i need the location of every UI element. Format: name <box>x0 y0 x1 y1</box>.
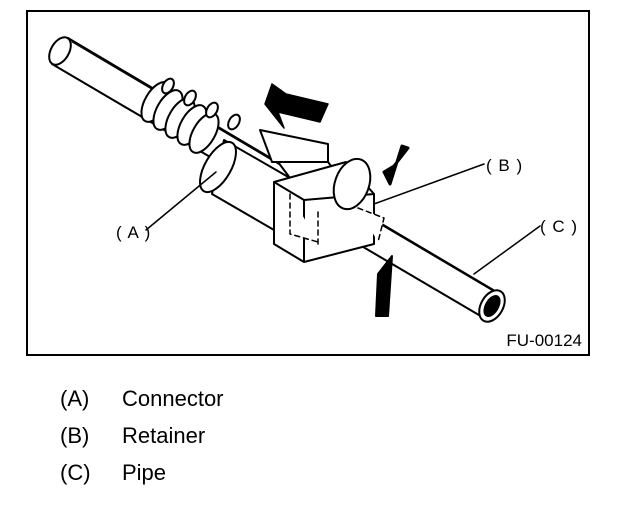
legend-key: (C) <box>60 460 91 485</box>
push-direction-arrow <box>264 83 329 129</box>
o-ring-stack <box>140 77 241 154</box>
legend-text: Retainer <box>122 423 206 448</box>
callout-b: ( B ) <box>486 156 524 175</box>
leader-line-a <box>145 171 217 231</box>
legend-key: (A) <box>60 386 90 411</box>
callout-c: ( C ) <box>540 217 579 236</box>
squeeze-arrow-top <box>382 144 410 186</box>
leader-line-b <box>373 163 485 205</box>
legend-key: (B) <box>60 423 90 448</box>
connector-illustration <box>48 36 541 323</box>
squeeze-arrow-bottom <box>375 255 393 317</box>
legend-text: Connector <box>122 386 224 411</box>
connector-drawing <box>199 129 349 231</box>
callout-a: ( A ) <box>116 223 152 242</box>
legend-text: Pipe <box>122 460 167 485</box>
retainer-drawing <box>273 157 385 263</box>
figure-frame: ( A ) ( B ) ( C ) FU-00124 <box>26 10 590 356</box>
figure-code: FU-00124 <box>506 331 582 350</box>
leader-line-c <box>473 225 541 275</box>
